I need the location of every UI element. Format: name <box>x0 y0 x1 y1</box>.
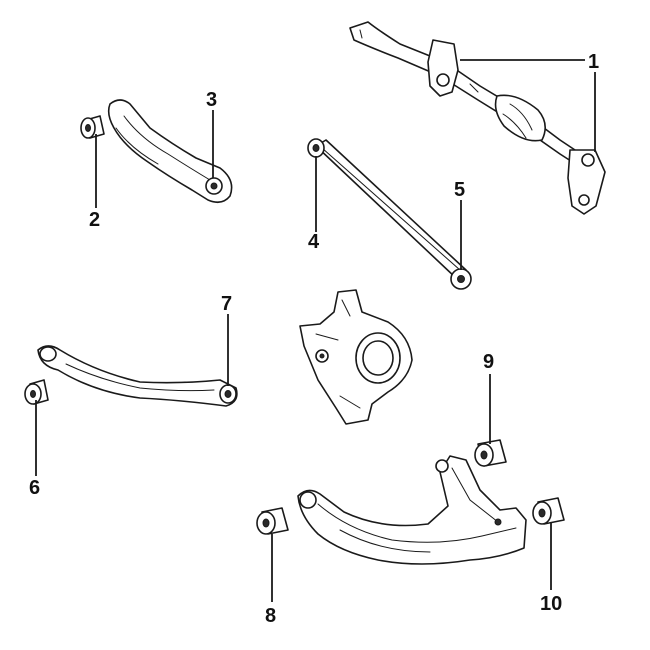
bushing-9 <box>474 439 507 467</box>
callout-3: 3 <box>206 89 217 111</box>
callout-5: 5 <box>454 179 465 201</box>
callout-1: 1 <box>588 51 599 73</box>
callout-8: 8 <box>265 605 276 627</box>
callout-4: 4 <box>308 231 320 253</box>
callout-10: 10 <box>540 593 562 615</box>
stabilizer-bar <box>349 21 606 215</box>
lower-control-arm <box>297 455 527 565</box>
callout-2: 2 <box>89 209 100 231</box>
callout-9: 9 <box>483 351 494 373</box>
bushing-10 <box>532 497 565 525</box>
tie-link-4-5 <box>307 138 472 290</box>
callout-6: 6 <box>29 477 40 499</box>
bushing-8 <box>256 507 289 535</box>
control-arm-3 <box>107 99 233 204</box>
control-arm-7 <box>37 345 238 407</box>
wheel-knuckle <box>299 289 413 425</box>
callout-7: 7 <box>221 293 232 315</box>
bushing-2 <box>80 115 105 139</box>
bushing-6 <box>24 379 49 405</box>
